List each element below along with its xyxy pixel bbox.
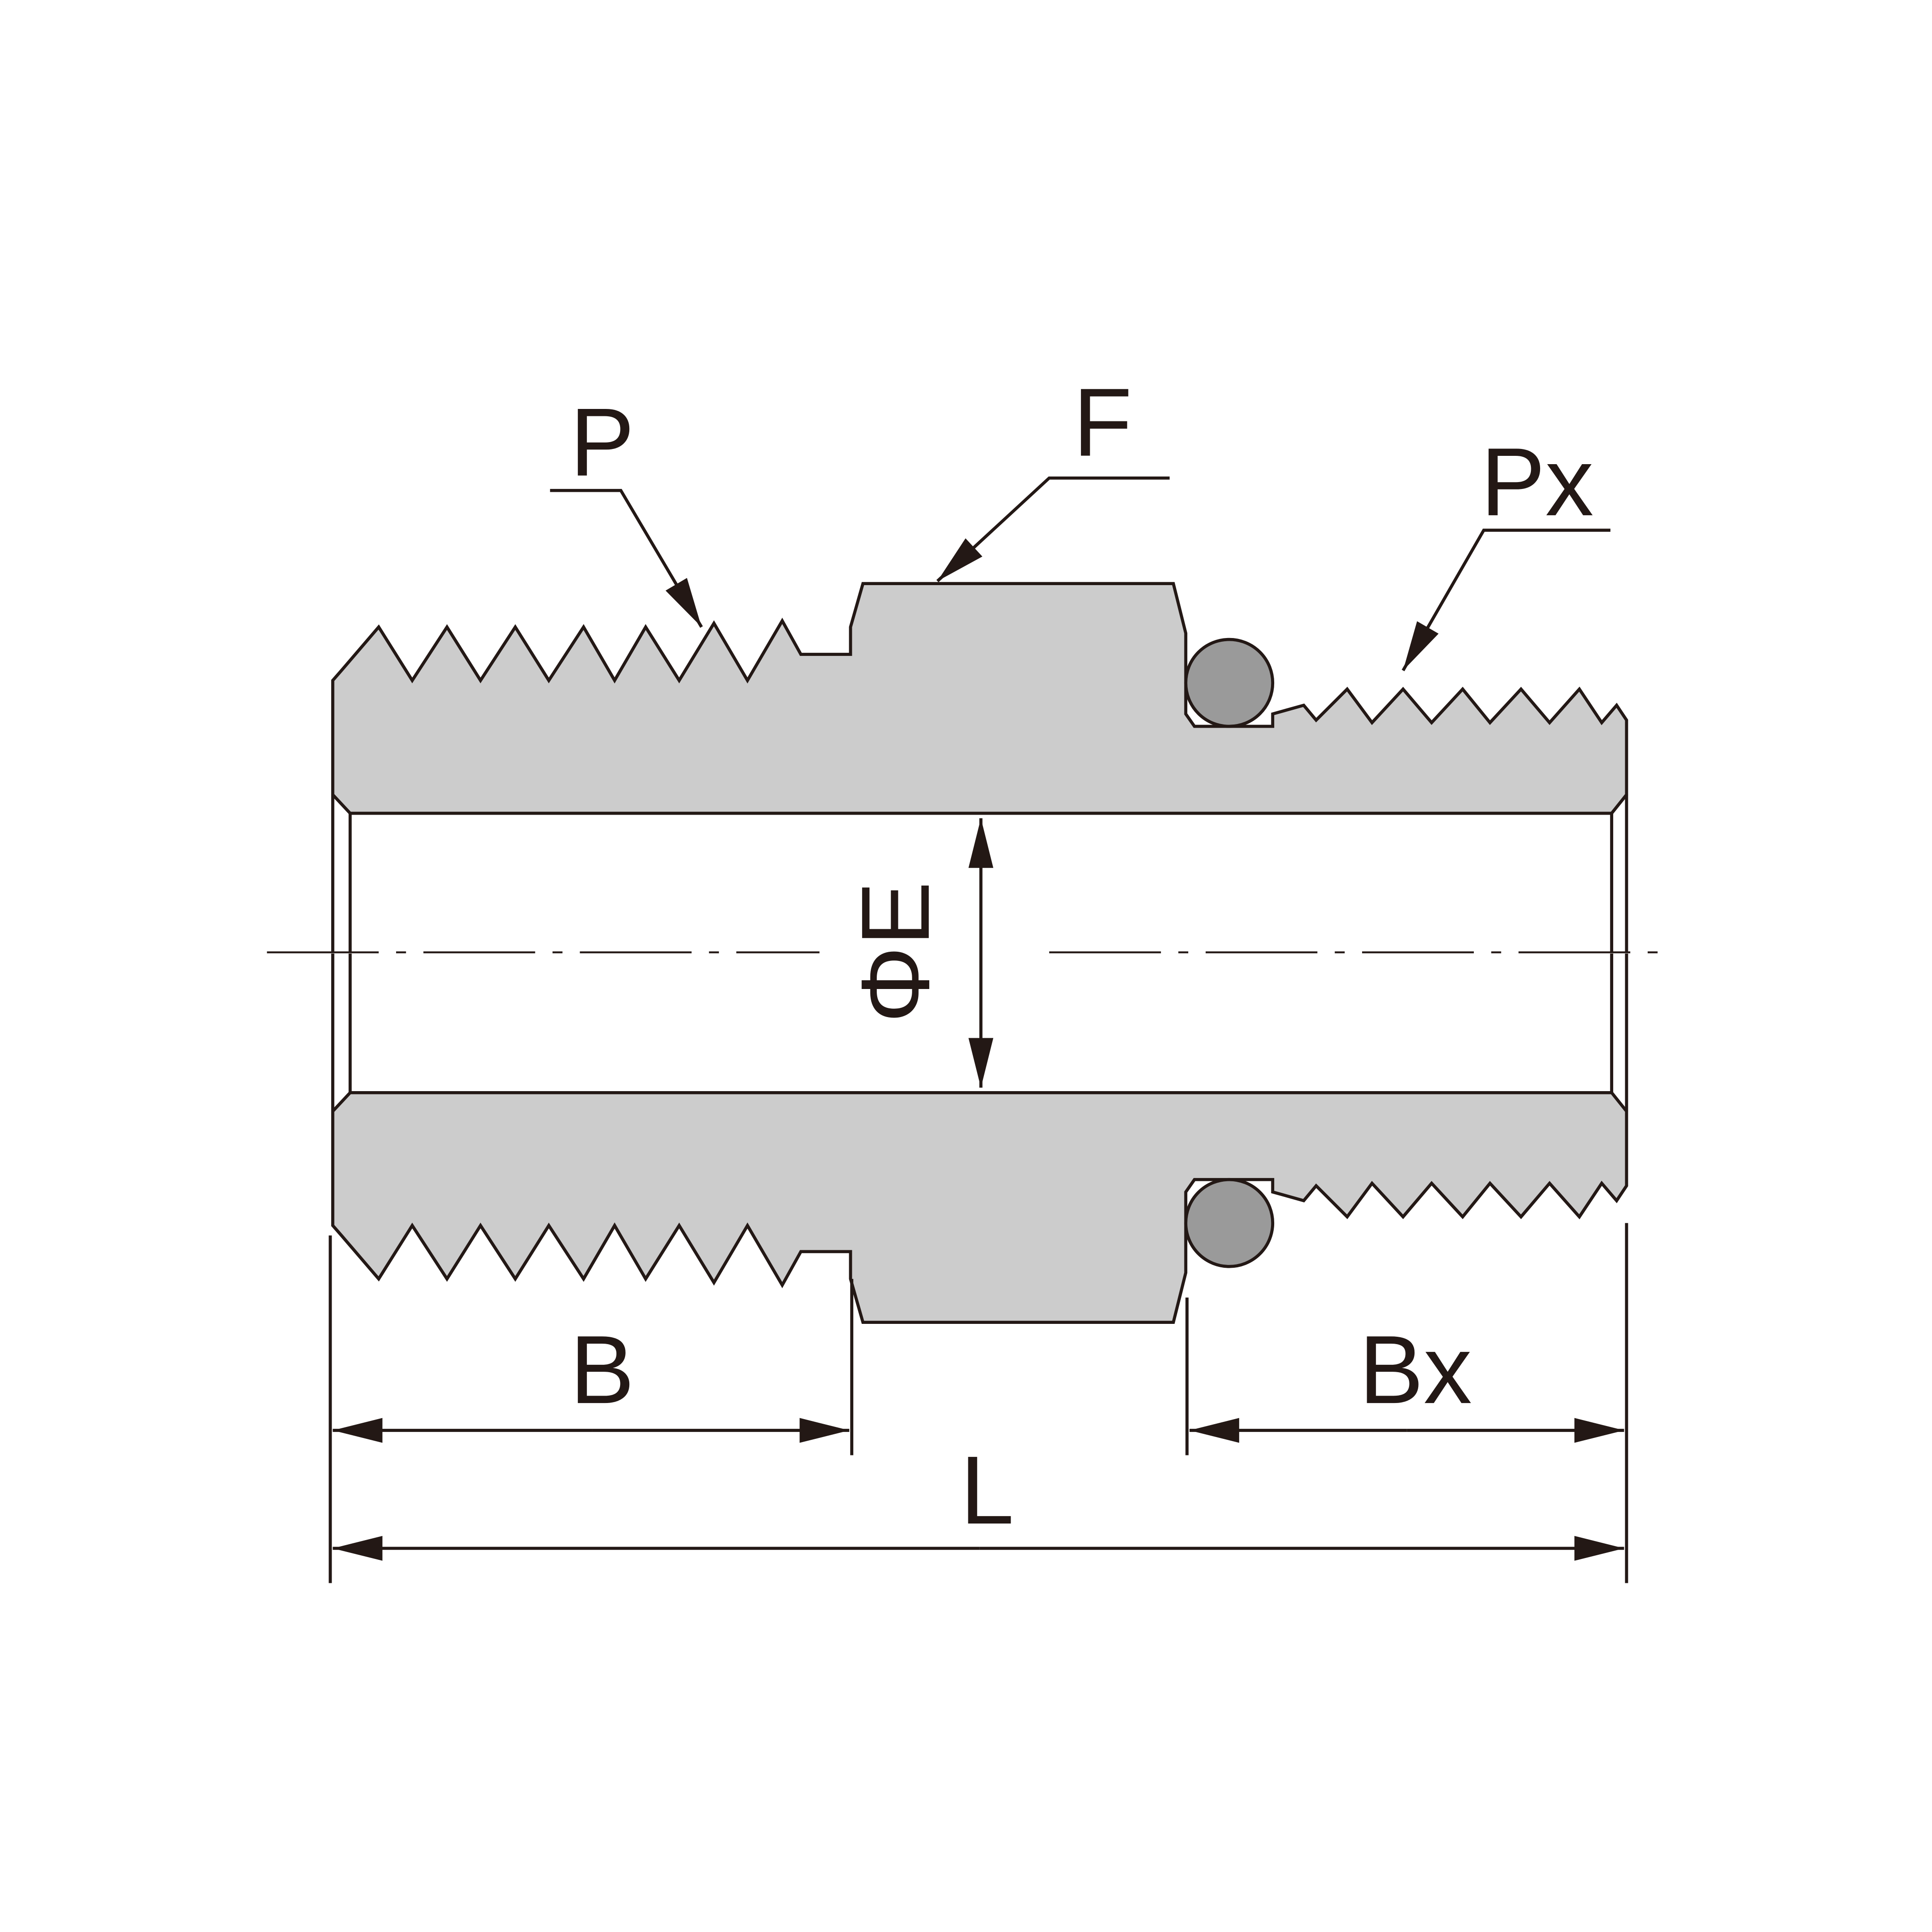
label-Px: Px bbox=[1481, 427, 1594, 536]
leader-F bbox=[936, 476, 1170, 582]
label-Bx: Bx bbox=[1359, 1315, 1472, 1424]
label-B: B bbox=[570, 1315, 634, 1424]
label-F: F bbox=[1073, 368, 1133, 477]
label-P: P bbox=[570, 388, 634, 496]
leader-Px bbox=[1402, 529, 1610, 672]
label-bore-diameter: ΦE bbox=[841, 881, 949, 1023]
label-L: L bbox=[960, 1436, 1014, 1544]
leader-P bbox=[550, 489, 703, 628]
